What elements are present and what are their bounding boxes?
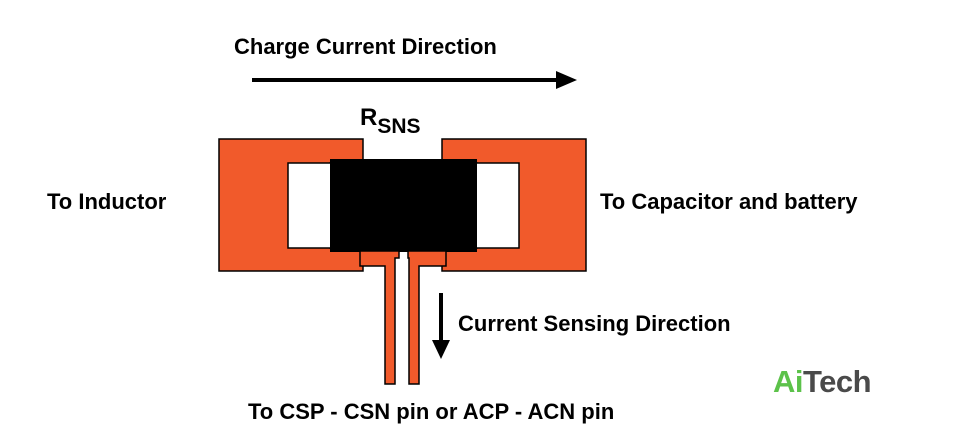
inductor-label: To Inductor: [47, 189, 167, 214]
sense-resistor-body: [330, 159, 477, 252]
right-resistor-terminal: [474, 162, 520, 249]
aitech-logo: AiTech: [773, 364, 872, 400]
charge-direction-label: Charge Current Direction: [234, 34, 497, 59]
left-resistor-terminal: [287, 162, 333, 249]
resistor-label-subscript: SNS: [377, 115, 421, 138]
sensing-direction-arrow: [432, 293, 450, 359]
sensing-direction-label: Current Sensing Direction: [458, 311, 731, 336]
logo-part-ai: Ai: [773, 364, 804, 399]
pin-connection-label: To CSP - CSN pin or ACP - ACN pin: [248, 399, 615, 424]
logo-part-tech: Tech: [803, 364, 872, 399]
resistor-label-main: R: [360, 104, 378, 131]
capacitor-battery-label: To Capacitor and battery: [600, 189, 858, 214]
right-sense-trace: [407, 250, 447, 385]
charge-direction-arrow: [252, 71, 577, 89]
resistor-label: RSNS: [360, 104, 421, 138]
left-sense-trace: [359, 250, 400, 385]
